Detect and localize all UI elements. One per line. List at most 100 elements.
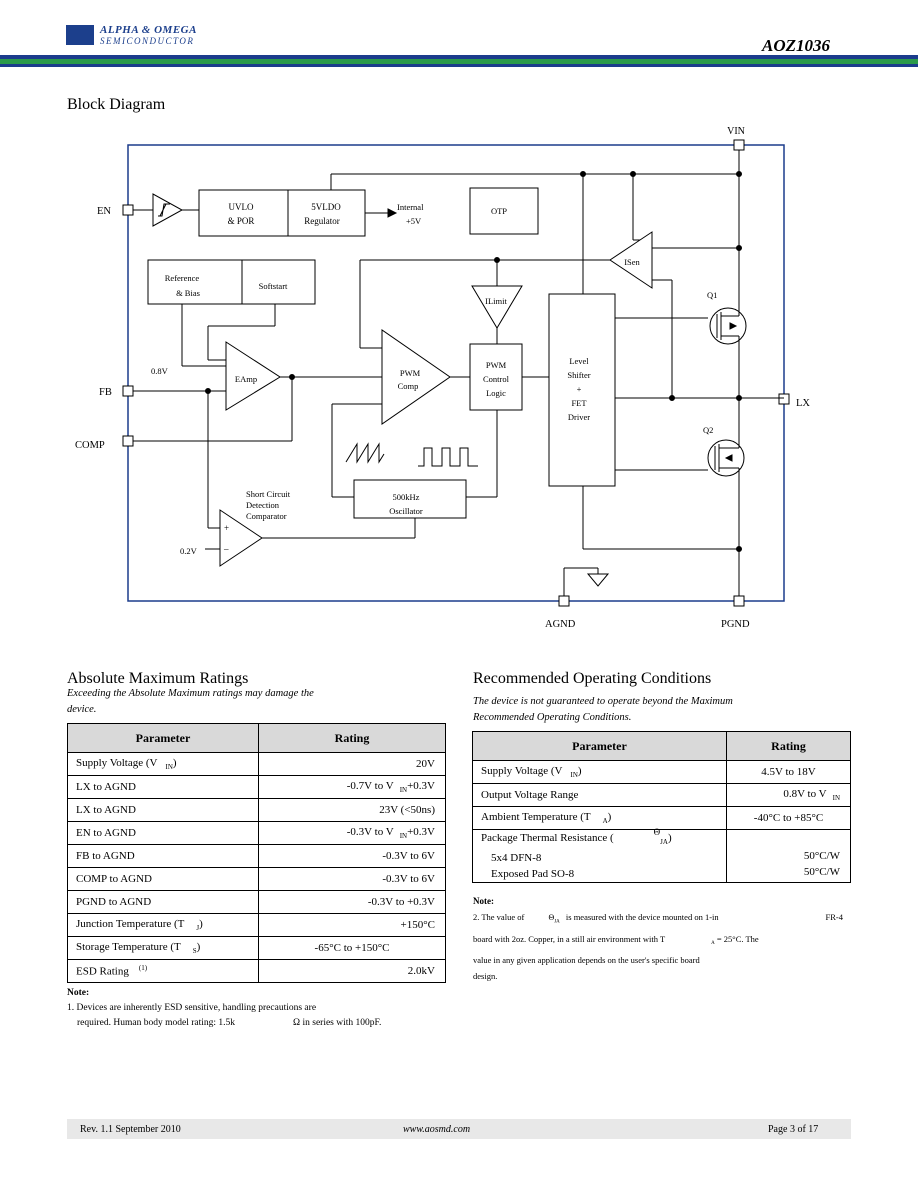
square-waveform	[418, 447, 478, 467]
error-amp	[225, 341, 281, 411]
abs-max-subtitle: Exceeding the Absolute Maximum ratings m…	[67, 688, 314, 715]
pin-pgnd	[733, 595, 745, 607]
otp-block	[469, 187, 539, 235]
svg-text:Logic: Logic	[486, 388, 506, 398]
label-agnd: AGND	[545, 619, 576, 630]
svg-text:0.2V: 0.2V	[180, 546, 198, 556]
abs-max-title: Absolute Maximum Ratings	[67, 670, 249, 687]
abs-max-note: Note: 1. Devices are inherently ESD sens…	[67, 988, 382, 1028]
table-row: PGND to AGND -0.3V to +0.3V	[67, 890, 446, 914]
label-pgnd: PGND	[721, 619, 750, 630]
svg-text:& Bias: & Bias	[176, 288, 200, 298]
ilimit-comparator	[471, 285, 523, 329]
svg-text:Oscillator: Oscillator	[389, 506, 423, 516]
svg-text:Q2: Q2	[703, 425, 713, 435]
company-name: ALPHA & OMEGA	[100, 24, 197, 36]
svg-text:5VLDO: 5VLDO	[311, 202, 341, 212]
rec-op-header-rating: Rating	[726, 731, 851, 761]
label-vin: VIN	[727, 126, 745, 137]
pin-vin	[733, 139, 745, 151]
svg-text:PWM: PWM	[486, 360, 507, 370]
header-band-blue	[0, 55, 918, 59]
company-logo-mark	[66, 25, 94, 45]
table-row: COMP to AGND -0.3V to 6V	[67, 867, 446, 891]
svg-text:Driver: Driver	[568, 412, 590, 422]
svg-text:Comparator: Comparator	[246, 511, 287, 521]
svg-text:Reference: Reference	[165, 273, 200, 283]
rec-op-header-parameter: Parameter	[472, 731, 727, 761]
part-number: AOZ1036	[762, 36, 830, 55]
svg-text:ILimit: ILimit	[485, 296, 507, 306]
short-circuit-comparator	[219, 509, 263, 567]
abs-max-header-rating: Rating	[258, 723, 446, 753]
block-diagram-title: Block Diagram	[67, 96, 166, 113]
en-schmitt-buffer	[152, 193, 184, 227]
svg-text:EAmp: EAmp	[235, 374, 257, 384]
svg-text:FET: FET	[571, 398, 587, 408]
svg-text:ISen: ISen	[624, 257, 640, 267]
q2-mosfet	[707, 439, 745, 477]
pin-en	[122, 204, 134, 216]
rec-op-subtitle: The device is not guaranteed to operate …	[473, 696, 733, 723]
svg-text:& POR: & POR	[228, 216, 255, 226]
footer-revision: Rev. 1.1 September 2010	[80, 1124, 181, 1135]
svg-text:Softstart: Softstart	[259, 281, 288, 291]
company-subtitle: SEMICONDUCTOR	[100, 36, 195, 46]
block-diagram: VIN EN FB COMP LX AGND PGND UVLO & POR 5…	[75, 126, 810, 630]
oscillator-block	[353, 479, 467, 519]
table-row: Package Thermal Resistance (ΘJA) 5x4 DFN…	[472, 827, 851, 884]
level-shifter-driver	[548, 293, 616, 487]
diagram-frame	[127, 144, 785, 602]
pin-fb	[122, 385, 134, 397]
svg-text:0.8V: 0.8V	[151, 366, 169, 376]
svg-text:PWM: PWM	[400, 368, 421, 378]
svg-text:+: +	[224, 523, 229, 533]
isen-amp	[609, 231, 653, 289]
header-band-blue-bottom	[0, 64, 918, 67]
pin-comp	[122, 435, 134, 447]
table-row: ESD Rating(1) 2.0kV	[67, 959, 446, 983]
svg-text:Control: Control	[483, 374, 510, 384]
ground-symbol	[586, 573, 610, 587]
label-comp: COMP	[75, 440, 105, 451]
table-row: FB to AGND -0.3V to 6V	[67, 844, 446, 868]
svg-text:+: +	[577, 384, 582, 394]
svg-text:Comp: Comp	[398, 381, 419, 391]
rec-op-title: Recommended Operating Conditions	[473, 670, 712, 687]
svg-text:+5V: +5V	[406, 216, 422, 226]
svg-text:500kHz: 500kHz	[393, 492, 420, 502]
label-fb: FB	[99, 387, 112, 398]
svg-text:–: –	[223, 544, 229, 554]
svg-text:Regulator: Regulator	[304, 216, 340, 226]
svg-text:Shifter: Shifter	[567, 370, 590, 380]
header-band-green	[0, 59, 918, 64]
svg-text:Detection: Detection	[246, 500, 280, 510]
rec-op-note: Note: 2. The value of ΘJA is measured wi…	[473, 896, 843, 982]
svg-text:Short Circuit: Short Circuit	[246, 489, 291, 499]
abs-max-header-parameter: Parameter	[67, 723, 259, 753]
label-en: EN	[97, 206, 111, 217]
svg-text:Q1: Q1	[707, 290, 717, 300]
pwm-comparator	[381, 329, 451, 425]
pin-lx	[778, 393, 790, 405]
label-lx: LX	[796, 398, 810, 409]
reference-softstart-block	[147, 259, 316, 305]
svg-text:OTP: OTP	[491, 206, 507, 216]
pin-agnd	[558, 595, 570, 607]
table-row: LX to AGND 23V (<50ns)	[67, 798, 446, 822]
footer-bar	[67, 1119, 851, 1139]
sawtooth-waveform	[345, 442, 385, 464]
footer-page-number: Page 3 of 17	[768, 1124, 819, 1135]
svg-text:Internal: Internal	[397, 202, 424, 212]
footer-url[interactable]: www.aosmd.com	[403, 1124, 471, 1135]
